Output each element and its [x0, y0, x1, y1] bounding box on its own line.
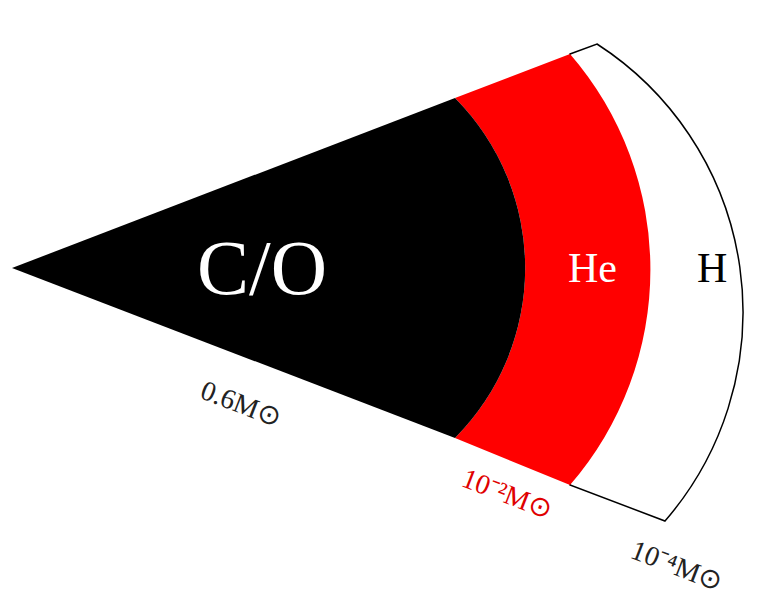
mass-label: 10⁻⁴M⊙ — [627, 535, 726, 598]
layer-name: He — [568, 245, 617, 291]
layer-region: He — [564, 243, 621, 293]
layer-region: C/O — [193, 223, 331, 313]
carbon-oxygen-core — [12, 98, 525, 438]
mass-label: 0.6M⊙ — [196, 375, 284, 434]
layer-name: H — [697, 245, 727, 291]
layer-name: C/O — [197, 225, 327, 311]
layer-region: H — [693, 243, 731, 293]
